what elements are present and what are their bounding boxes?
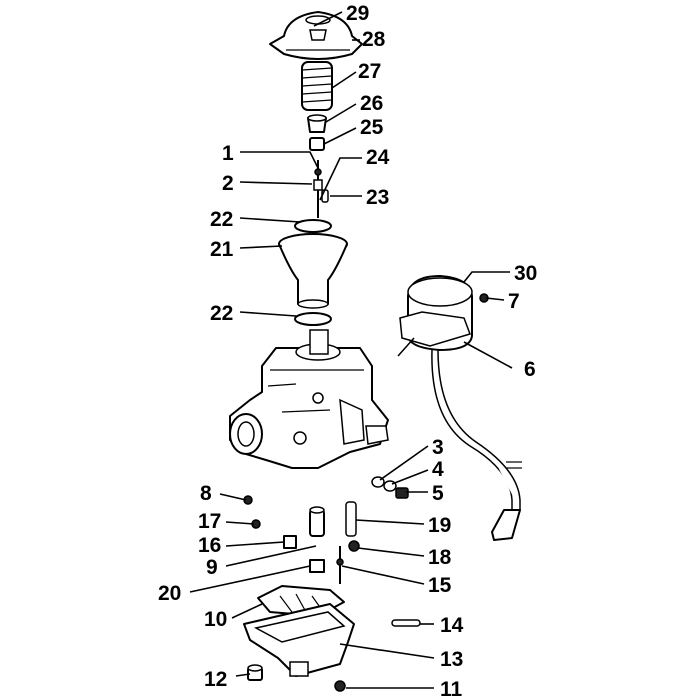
callout-20: 20 (158, 582, 181, 605)
callout-26: 26 (360, 92, 383, 115)
callout-16: 16 (198, 534, 221, 557)
drain-screw (247, 664, 263, 681)
callout-21: 21 (210, 238, 234, 261)
electric-starter (397, 275, 489, 357)
callout-10: 10 (204, 608, 227, 631)
float-pin (391, 619, 421, 627)
callout-22-upper: 22 (210, 208, 233, 231)
callout-1: 1 (222, 142, 234, 165)
callout-18: 18 (428, 546, 452, 569)
o-ring-lower (294, 312, 332, 326)
jet-needle (313, 160, 323, 218)
callout-2: 2 (222, 172, 234, 195)
callout-13: 13 (440, 648, 463, 671)
callout-7: 7 (508, 290, 520, 313)
callout-25: 25 (360, 116, 384, 139)
callout-12: 12 (204, 668, 227, 691)
main-jet-holder (309, 506, 325, 537)
jet-18 (348, 540, 360, 552)
callout-28: 28 (362, 28, 386, 51)
callout-labels: 29 28 27 26 25 1 24 2 23 22 21 30 7 22 6… (158, 2, 537, 700)
callout-23: 23 (366, 186, 389, 209)
float-needle (336, 546, 344, 584)
leader-lines (189, 11, 513, 689)
spring-seat (309, 137, 325, 151)
callout-24: 24 (366, 146, 390, 169)
callout-9: 9 (206, 556, 218, 579)
callout-22-lower: 22 (210, 302, 233, 325)
carburetor-cover (269, 11, 363, 60)
float-jet-20 (309, 559, 325, 573)
piston-diaphragm (278, 233, 348, 309)
callout-6: 6 (524, 358, 536, 381)
callout-14: 14 (440, 614, 464, 637)
callout-15: 15 (428, 574, 452, 597)
callout-5: 5 (432, 482, 444, 505)
callout-29: 29 (346, 2, 369, 25)
callout-4: 4 (432, 458, 444, 481)
adjusting-screw (395, 487, 409, 499)
callout-17: 17 (198, 510, 221, 533)
throttle-spring (301, 61, 333, 111)
callout-27: 27 (358, 60, 381, 83)
carburetor-body (229, 329, 389, 469)
locking-pin (321, 189, 329, 203)
o-ring-upper (294, 219, 332, 233)
float-bowl (243, 603, 355, 677)
needle-retainer (307, 114, 327, 133)
needle-valve-seat (345, 501, 357, 537)
plug-16 (283, 535, 297, 549)
callout-8: 8 (200, 482, 212, 505)
screw-11 (334, 680, 346, 692)
starter-cable (431, 349, 522, 541)
callout-30: 30 (514, 262, 537, 285)
callout-3: 3 (432, 436, 444, 459)
callout-19: 19 (428, 514, 451, 537)
callout-11: 11 (440, 678, 463, 700)
